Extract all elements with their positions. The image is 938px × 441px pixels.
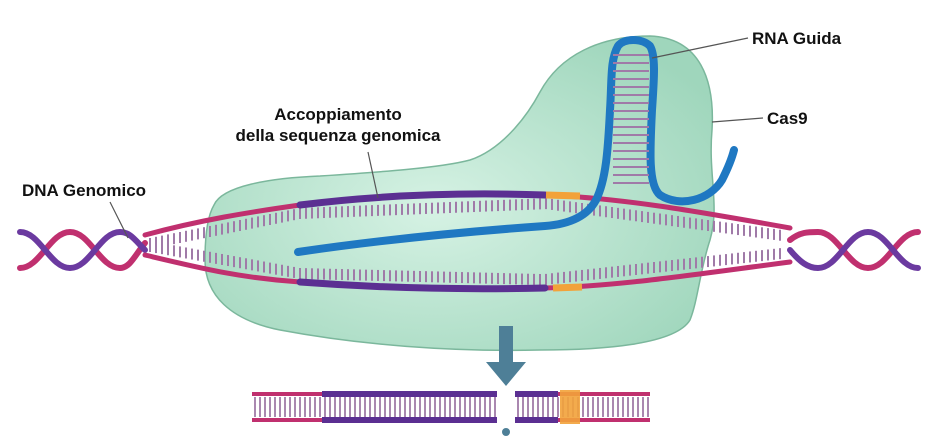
pam-bottom bbox=[553, 287, 582, 288]
label-sequence-pairing: Accoppiamento della sequenza genomica bbox=[188, 104, 488, 146]
label-dna-genomic: DNA Genomico bbox=[22, 180, 146, 201]
cut-dna-base-pairs bbox=[255, 397, 648, 417]
dna-helix-right bbox=[790, 232, 918, 268]
dna-helix-left bbox=[20, 232, 145, 268]
label-rna-guide: RNA Guida bbox=[752, 28, 841, 49]
cut-dna-pam bbox=[560, 390, 580, 424]
leader-cas9 bbox=[712, 118, 763, 122]
label-cas9: Cas9 bbox=[767, 108, 808, 129]
label-pairing-line1: Accoppiamento bbox=[188, 104, 488, 125]
cut-dna-result bbox=[252, 390, 650, 436]
pam-top bbox=[546, 195, 580, 196]
cut-site-marker bbox=[502, 428, 510, 436]
label-pairing-line2: della sequenza genomica bbox=[188, 125, 488, 146]
